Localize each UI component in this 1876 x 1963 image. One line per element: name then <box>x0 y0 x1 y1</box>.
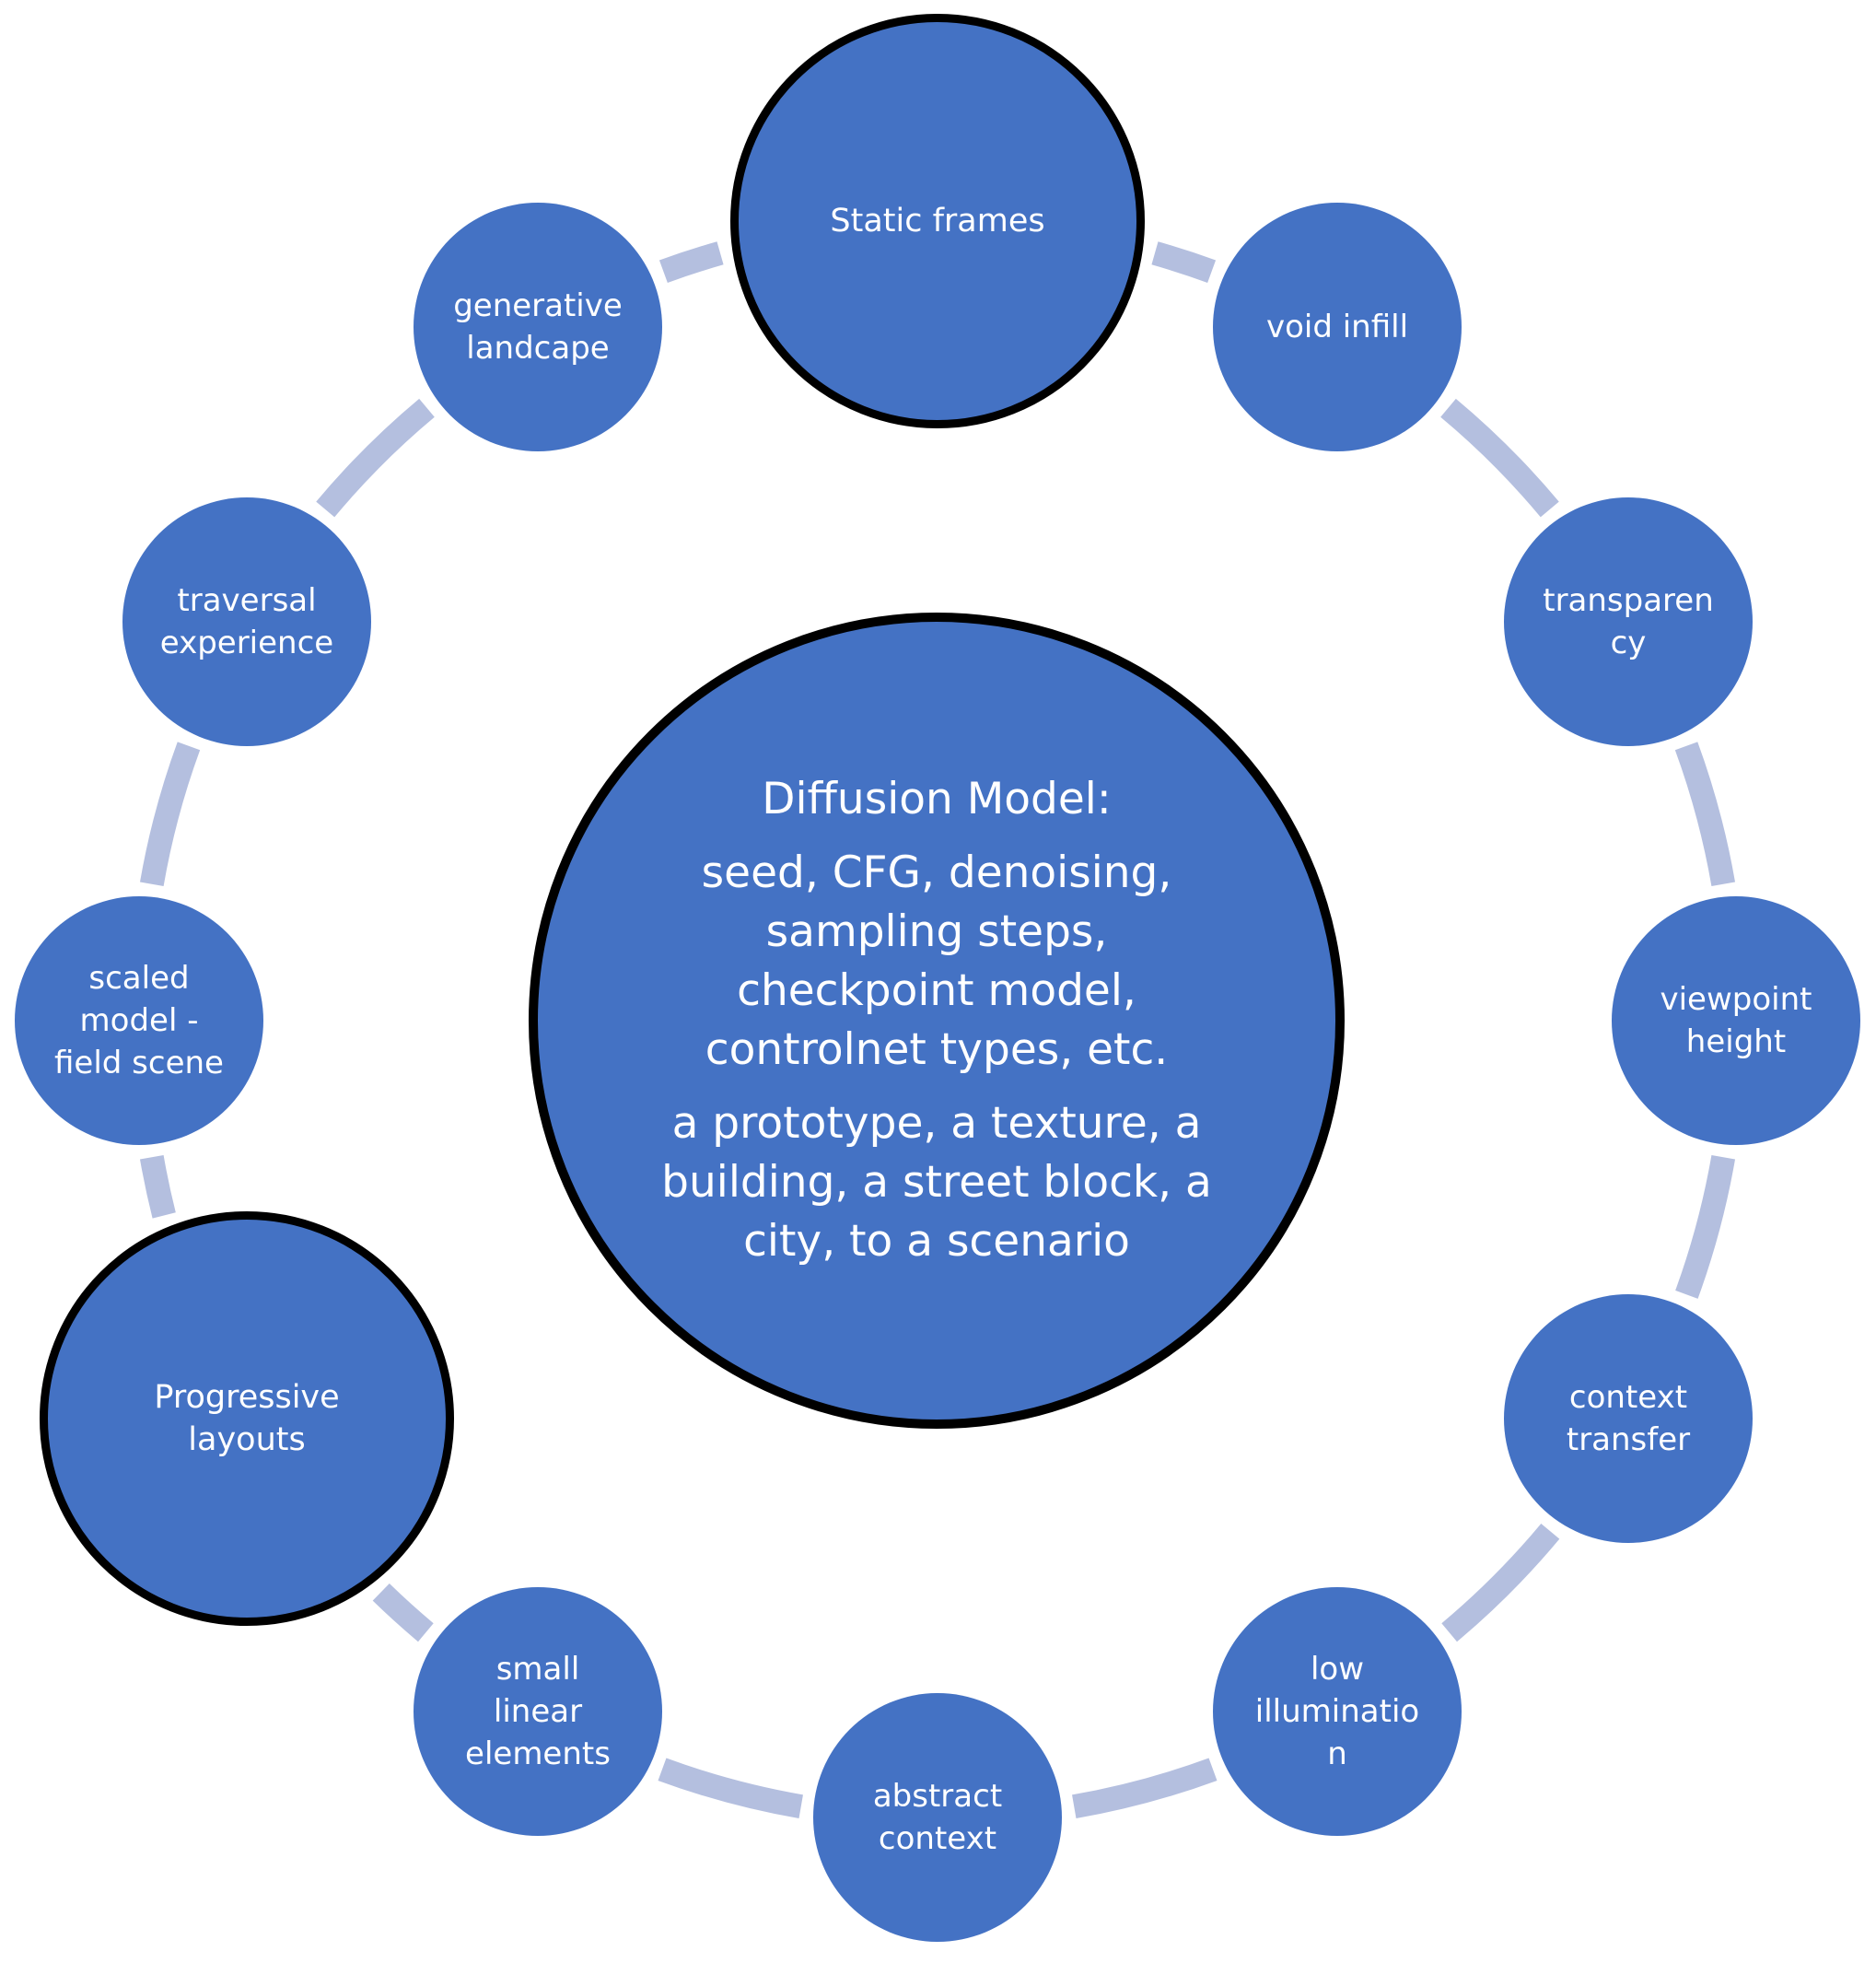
node-label: viewpoint height <box>1660 981 1812 1060</box>
node-label: traversal experience <box>159 582 334 661</box>
connector-context-transfer <box>1441 1523 1560 1642</box>
center-parameters: seed, CFG, denoising, sampling steps, ch… <box>701 847 1172 1075</box>
connector-scaled-model-field-scene <box>139 742 201 886</box>
connector-generative-landcape <box>658 241 724 283</box>
connector-viewpoint-height <box>1675 1155 1736 1299</box>
node-abstract-context: abstract context <box>813 1693 1062 1942</box>
center-heading: Diffusion Model: <box>762 774 1112 824</box>
node-label: transparen cy <box>1543 582 1714 661</box>
connector-abstract-context <box>658 1758 803 1819</box>
node-transparency: transparen cy <box>1504 497 1753 746</box>
node-label: small linear elements <box>465 1651 611 1772</box>
node-label: void infill <box>1265 309 1409 345</box>
connector-small-linear-elements <box>372 1583 434 1642</box>
connector-progressive-layouts <box>139 1154 176 1219</box>
node-label: generative landcape <box>453 287 623 367</box>
connector-traversal-experience <box>316 398 435 518</box>
node-scaled-model-field-scene: scaled model - field scene <box>15 896 263 1145</box>
node-label: context transfer <box>1566 1379 1691 1458</box>
node-label: scaled model - field scene <box>54 960 224 1081</box>
connector-static-frames <box>1151 241 1217 283</box>
node-small-linear-elements: small linear elements <box>414 1587 662 1836</box>
node-viewpoint-height: viewpoint height <box>1612 896 1860 1145</box>
connector-transparency <box>1674 742 1736 886</box>
node-low-illumination: low illuminatio n <box>1213 1587 1462 1836</box>
node-label: Static frames <box>830 203 1045 240</box>
connector-low-illumination <box>1072 1758 1218 1819</box>
node-context-transfer: context transfer <box>1504 1294 1753 1543</box>
node-progressive-layouts: Progressive layouts <box>40 1211 454 1626</box>
connector-void-infill <box>1440 398 1559 518</box>
node-label: low illuminatio n <box>1254 1651 1420 1772</box>
node-label: Progressive layouts <box>154 1379 340 1458</box>
node-void-infill: void infill <box>1213 203 1462 451</box>
center-scales: a prototype, a texture, a building, a st… <box>661 1098 1212 1267</box>
node-traversal-experience: traversal experience <box>122 497 371 746</box>
node-generative-landcape: generative landcape <box>414 203 662 451</box>
node-label: abstract context <box>872 1778 1003 1857</box>
center-node: Diffusion Model: seed, CFG, denoising, s… <box>529 613 1345 1429</box>
node-static-frames: Static frames <box>730 14 1145 428</box>
